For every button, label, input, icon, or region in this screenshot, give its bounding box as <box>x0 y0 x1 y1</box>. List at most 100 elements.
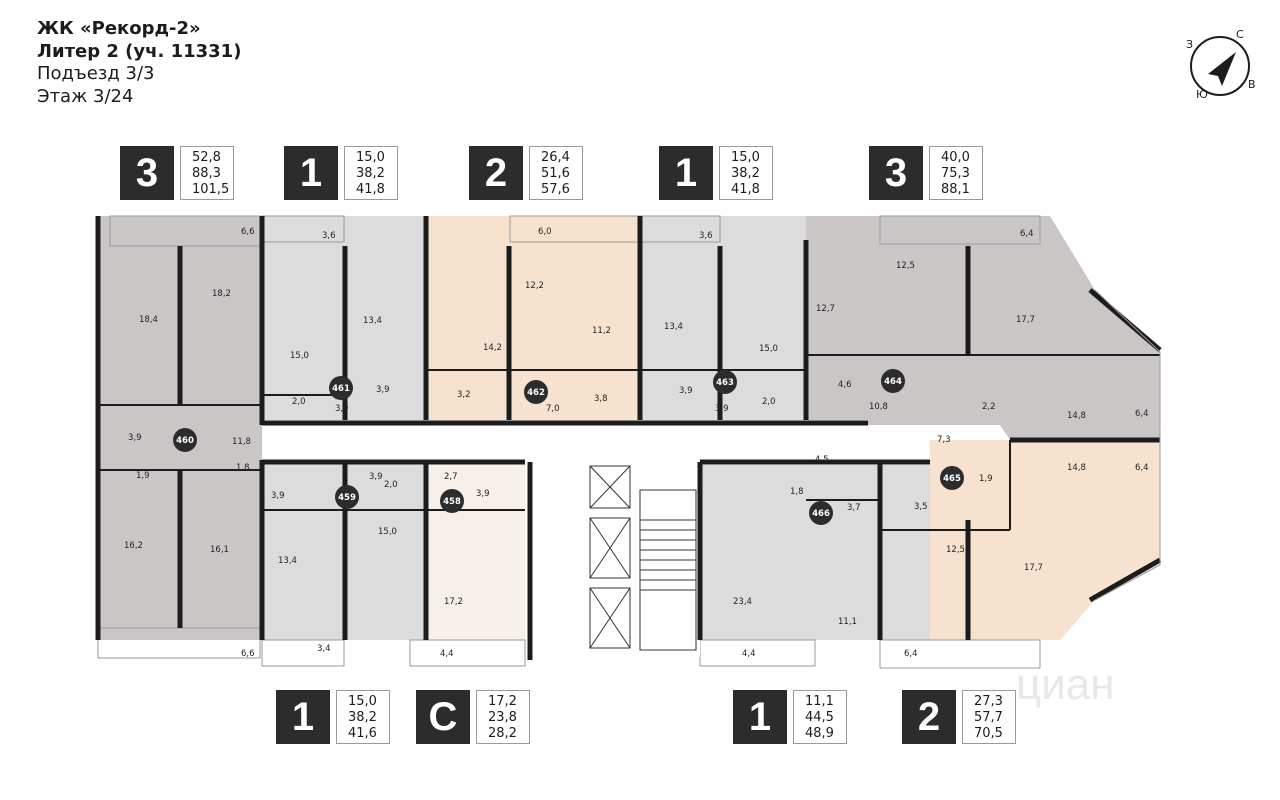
svg-text:6,6: 6,6 <box>241 227 255 237</box>
svg-text:3,6: 3,6 <box>699 231 713 241</box>
svg-text:3,2: 3,2 <box>457 390 471 400</box>
living-area: 17,2 <box>488 694 517 709</box>
svg-text:18,2: 18,2 <box>212 289 231 299</box>
svg-text:10,8: 10,8 <box>869 402 888 412</box>
total-area: 38,2 <box>356 166 385 181</box>
rooms-count: 1 <box>733 690 787 744</box>
apartment-466[interactable] <box>700 465 930 640</box>
compass-icon: С З В Ю <box>1184 28 1258 104</box>
apartment-465[interactable] <box>880 440 1160 640</box>
svg-text:2,7: 2,7 <box>444 472 458 482</box>
total-area: 38,2 <box>348 710 377 725</box>
svg-text:6,6: 6,6 <box>241 649 255 659</box>
svg-text:23,4: 23,4 <box>733 597 752 607</box>
total-area: 88,3 <box>192 166 221 181</box>
apt-marker-463[interactable]: 463 <box>713 370 737 394</box>
complex-title: ЖК «Рекорд-2» <box>37 18 201 39</box>
living-area: 11,1 <box>805 694 834 709</box>
room-labels-464: 6,4 12,5 17,7 12,7 4,6 10,8 2,2 14,8 6,4 <box>816 229 1149 421</box>
total-area-balcony: 28,2 <box>488 726 517 741</box>
total-area-balcony: 41,6 <box>348 726 377 741</box>
living-area: 15,0 <box>731 150 760 165</box>
svg-text:7,3: 7,3 <box>937 435 951 445</box>
apt-marker-460[interactable]: 460 <box>173 428 197 452</box>
total-area: 57,7 <box>974 710 1003 725</box>
apartment-460[interactable] <box>98 216 262 640</box>
total-area-balcony: 101,5 <box>192 182 230 197</box>
svg-text:6,0: 6,0 <box>538 227 552 237</box>
svg-text:15,0: 15,0 <box>378 527 397 537</box>
total-area-balcony: 70,5 <box>974 726 1003 741</box>
svg-text:3,7: 3,7 <box>847 503 861 513</box>
rooms-count: 2 <box>469 146 523 200</box>
apt-marker-459[interactable]: 459 <box>335 485 359 509</box>
svg-text:1,9: 1,9 <box>979 474 993 484</box>
total-area-balcony: 88,1 <box>941 182 970 197</box>
total-area: 44,5 <box>805 710 834 725</box>
svg-text:14,8: 14,8 <box>1067 411 1086 421</box>
apt-marker-466[interactable]: 466 <box>809 501 833 525</box>
apt-marker-462[interactable]: 462 <box>524 380 548 404</box>
svg-text:1,8: 1,8 <box>236 463 250 473</box>
rooms-count: 1 <box>276 690 330 744</box>
svg-text:3,5: 3,5 <box>914 502 928 512</box>
svg-text:4,4: 4,4 <box>440 649 454 659</box>
svg-text:2,0: 2,0 <box>384 480 398 490</box>
svg-text:16,2: 16,2 <box>124 541 143 551</box>
svg-text:465: 465 <box>943 474 961 484</box>
apt-marker-465[interactable]: 465 <box>940 466 964 490</box>
svg-text:13,4: 13,4 <box>664 322 683 332</box>
svg-text:3,8: 3,8 <box>594 394 608 404</box>
svg-text:17,7: 17,7 <box>1024 563 1043 573</box>
svg-text:3,9: 3,9 <box>335 404 349 414</box>
svg-text:1,9: 1,9 <box>136 471 150 481</box>
rooms-count: 2 <box>902 690 956 744</box>
living-area: 15,0 <box>356 150 385 165</box>
rooms-count: С <box>416 690 470 744</box>
svg-text:12,5: 12,5 <box>896 261 915 271</box>
total-area: 51,6 <box>541 166 570 181</box>
svg-text:3,9: 3,9 <box>679 386 693 396</box>
svg-text:3,9: 3,9 <box>476 489 490 499</box>
svg-text:1,8: 1,8 <box>790 487 804 497</box>
total-area: 23,8 <box>488 710 517 725</box>
svg-text:15,0: 15,0 <box>759 344 778 354</box>
svg-text:16,1: 16,1 <box>210 545 229 555</box>
svg-text:17,7: 17,7 <box>1016 315 1035 325</box>
svg-text:466: 466 <box>812 509 830 519</box>
svg-text:3,9: 3,9 <box>376 385 390 395</box>
apt-marker-458[interactable]: 458 <box>440 489 464 513</box>
svg-text:2,0: 2,0 <box>762 397 776 407</box>
svg-text:13,4: 13,4 <box>363 316 382 326</box>
total-area: 75,3 <box>941 166 970 181</box>
svg-text:3,9: 3,9 <box>715 404 729 414</box>
svg-text:464: 464 <box>884 377 902 387</box>
compass-north: С <box>1236 28 1244 41</box>
living-area: 27,3 <box>974 694 1003 709</box>
svg-text:462: 462 <box>527 388 545 398</box>
apt-marker-464[interactable]: 464 <box>881 369 905 393</box>
living-area: 26,4 <box>541 150 570 165</box>
svg-text:4,6: 4,6 <box>838 380 852 390</box>
living-area: 52,8 <box>192 150 221 165</box>
svg-text:6,4: 6,4 <box>1135 463 1149 473</box>
living-area: 15,0 <box>348 694 377 709</box>
rooms-count: 3 <box>120 146 174 200</box>
floor-label: Этаж 3/24 <box>37 85 134 107</box>
apt-marker-461[interactable]: 461 <box>329 376 353 400</box>
svg-text:458: 458 <box>443 497 461 507</box>
svg-text:461: 461 <box>332 384 350 394</box>
svg-text:14,8: 14,8 <box>1067 463 1086 473</box>
svg-text:3,9: 3,9 <box>271 491 285 501</box>
svg-text:4,5: 4,5 <box>815 455 829 465</box>
svg-text:3,4: 3,4 <box>317 644 331 654</box>
svg-text:2,0: 2,0 <box>292 397 306 407</box>
room-labels-462: 6,0 12,2 11,2 14,2 3,2 7,0 3,8 <box>457 227 611 414</box>
room-labels-458: 2,7 3,9 17,2 4,4 <box>440 472 490 659</box>
